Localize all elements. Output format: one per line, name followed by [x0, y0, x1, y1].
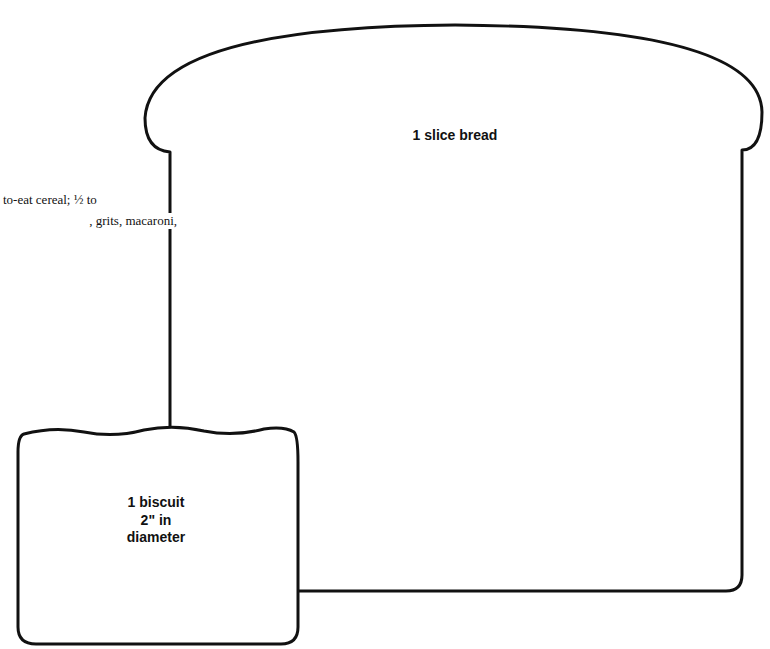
cropped-note-text: to-eat cereal; ½ to — [2, 192, 98, 208]
node-label: 1 slice bread — [355, 127, 555, 145]
biscuit: 1 biscuit 2" in diameter — [14, 422, 302, 648]
cropped-note-text: , grits, macaroni, — [88, 213, 178, 229]
biscuit-outline — [18, 427, 298, 644]
node-text-holder: 1 slice bread — [355, 127, 555, 145]
node-text-holder: 1 biscuit 2" in diameter — [119, 494, 193, 547]
node-label: 1 biscuit 2" in diameter — [119, 494, 193, 547]
